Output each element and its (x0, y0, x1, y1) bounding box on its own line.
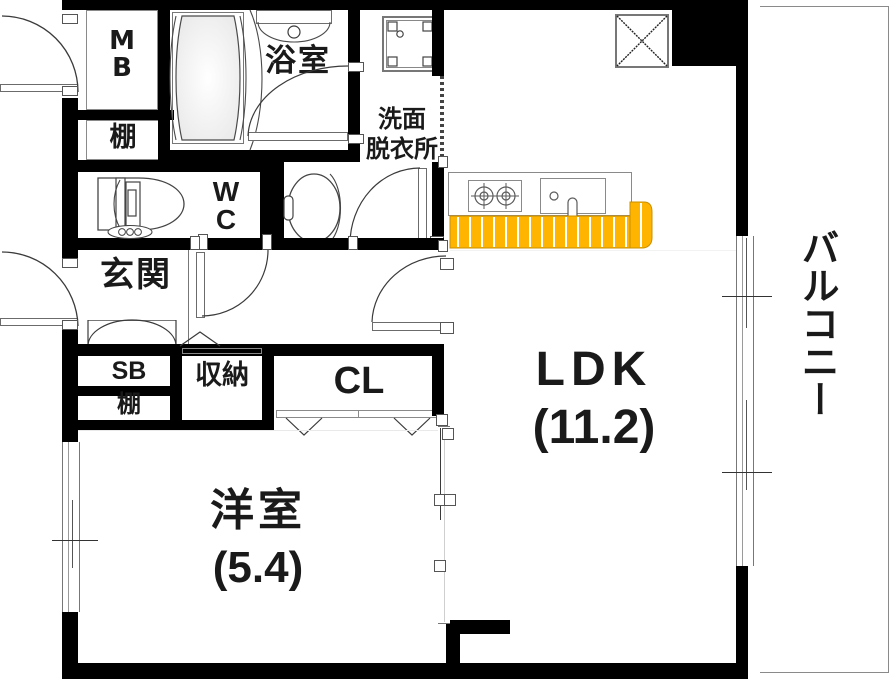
closet-door-track[interactable] (276, 410, 442, 418)
wall-left-bottom (62, 612, 78, 679)
wall-shuno-right (262, 344, 274, 430)
balcony-sliding-door-lower[interactable] (736, 396, 754, 566)
balcony-label: バルコニー (795, 228, 839, 418)
wall-cl-right (432, 344, 444, 416)
wall-shuno-bottom (170, 420, 274, 430)
balcony-sliding-door-upper[interactable] (736, 236, 754, 396)
entrance-label: 玄関 (100, 255, 172, 295)
bedroom-window-centerline (52, 540, 98, 541)
closet-folding-markers (285, 417, 431, 436)
bathtub-frame (172, 12, 244, 144)
toilet-fixture (97, 177, 185, 240)
bathroom-door-leaf[interactable] (248, 132, 348, 141)
wall-vanity-left (272, 160, 284, 246)
entrance-door-jamb-top (62, 258, 78, 268)
wall-bath-bottom (158, 150, 360, 162)
ldk-corridor-door-swing (371, 255, 447, 323)
shelf-lower-label: 棚 (117, 390, 141, 418)
bathtub-fixture (169, 15, 247, 141)
bedroom-name-label: 洋室 (210, 485, 306, 536)
shower-mixer-icon (257, 21, 331, 43)
wall-bath-right (348, 0, 360, 160)
wall-bath-left (158, 0, 170, 160)
bathroom-door-swing (247, 65, 351, 137)
gas-stove-frame (468, 180, 522, 212)
wall-top-main (62, 0, 752, 10)
bath-door-jamb-bottom (348, 134, 364, 144)
entrance-step-swing (87, 319, 177, 347)
gas-stove-two-burner (471, 183, 519, 209)
wall-left-mid (62, 98, 78, 258)
kitchen-faucet-icon (549, 191, 578, 223)
toilet-door-swing (201, 249, 269, 317)
meter-box-room (86, 10, 158, 110)
shelf-upper-label: 棚 (109, 122, 137, 153)
wall-bottom-right-seg (446, 663, 752, 679)
balcony-door-centerline-upper (722, 296, 772, 297)
storage-folding-marker (179, 331, 221, 347)
wall-under-mb (78, 110, 174, 120)
ldk-door-jamb-top (440, 258, 454, 270)
wall-wc-top (78, 160, 278, 172)
wall-tana-bottom (78, 420, 182, 430)
meter-box-label: M B (109, 26, 135, 84)
wall-washroom-right-lower (432, 162, 444, 240)
ldk-area-label: (11.2) (532, 401, 656, 454)
entrance-door-jamb-bottom (62, 320, 78, 330)
toilet-label: W C (212, 176, 240, 235)
entrance-door-swing (1, 251, 79, 327)
cl-right-jamb (436, 414, 448, 426)
sliding-door-marker-top (442, 428, 454, 440)
wc-door-marker-b (262, 234, 272, 250)
bedroom-area-label: (5.4) (212, 543, 304, 592)
wall-bottom-left-seg (62, 663, 456, 679)
mb-door-jamb-bottom (62, 86, 78, 96)
wall-wc-right (260, 160, 272, 246)
shoe-box-label: SB (111, 357, 147, 385)
ldk-door-jamb-bottom (440, 322, 454, 334)
washing-machine-pan-icon (387, 21, 433, 67)
meter-box-door-swing (1, 15, 79, 93)
kitchen-counter-return-accent (629, 201, 653, 249)
vanity-basin (283, 173, 341, 243)
kitchen-left-jamb-top (438, 156, 448, 168)
storage-door-panel[interactable] (182, 348, 262, 354)
wall-corridor-top-right (272, 238, 444, 250)
balcony-door-centerline-lower (722, 472, 772, 473)
wall-left-lower (62, 330, 78, 442)
wall-cl-left (274, 344, 286, 348)
bathroom-label: 浴室 (265, 43, 331, 79)
bedroom-window[interactable] (62, 442, 80, 612)
toilet-door-leaf[interactable] (196, 252, 205, 318)
kitchen-counter-front-accent (449, 215, 651, 249)
mb-door-jamb-top (62, 14, 78, 24)
storage-label: 収納 (195, 360, 249, 391)
closet-label: CL (333, 360, 385, 402)
corridor-jamb-b (348, 236, 358, 250)
wall-wc-bottom (78, 238, 272, 250)
washroom-label: 洗面 脱衣所 (366, 105, 438, 163)
bath-door-jamb-top (348, 62, 364, 72)
sliding-door-marker-mid2 (444, 494, 456, 506)
wall-sb-divider (78, 386, 182, 396)
kitchen-left-jamb-bottom (438, 240, 448, 252)
shower-basin (256, 10, 332, 24)
ldk-name-label: LDK (535, 343, 653, 396)
wall-bottom-jog-h (446, 620, 510, 634)
corridor-jamb-a (190, 236, 200, 250)
balcony-area (760, 8, 887, 671)
wall-washroom-right (432, 0, 444, 76)
sliding-door-marker-bottom (434, 560, 446, 572)
pillar-x-icon (616, 15, 668, 67)
wall-left-outer (62, 0, 78, 10)
wall-shuno-left (170, 344, 182, 430)
washroom-door-swing (349, 167, 421, 245)
